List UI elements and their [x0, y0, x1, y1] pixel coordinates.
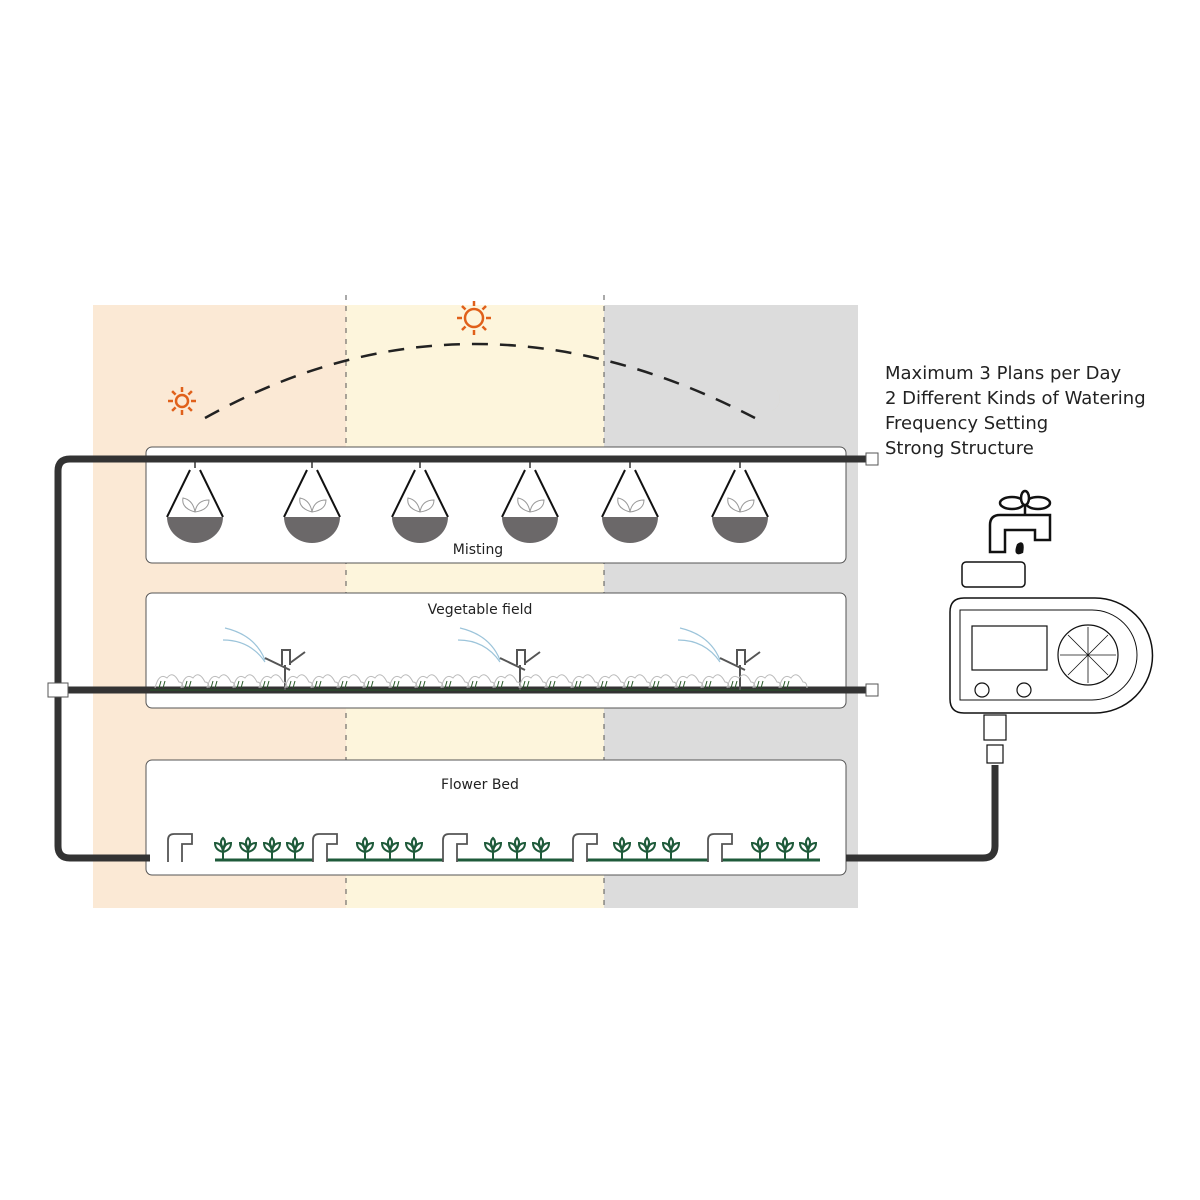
pipe-end-cap: [865, 683, 879, 697]
flower-plant: [483, 836, 503, 860]
flower-plant: [404, 836, 424, 860]
flower-plant: [380, 836, 400, 860]
misting-label: Misting: [453, 542, 503, 558]
faucet-icon: [988, 489, 1052, 555]
flower-plant: [238, 836, 258, 860]
feature-list: Maximum 3 Plans per Day 2 Different Kind…: [885, 361, 1146, 461]
pipe-connector: [47, 682, 69, 698]
plant-icon: [517, 497, 545, 513]
flower-plant: [507, 836, 527, 860]
outlet-connector: [983, 714, 1007, 741]
flower-plant: [213, 836, 233, 860]
flower-label: Flower Bed: [441, 777, 519, 793]
hanging-pot: [711, 460, 769, 543]
drip-emitter: [442, 833, 468, 862]
water-spray: [222, 627, 266, 663]
hanging-pot: [283, 460, 341, 543]
water-spray: [457, 627, 501, 663]
plant-icon: [407, 497, 435, 513]
plant-icon: [727, 497, 755, 513]
drip-emitter: [707, 833, 733, 862]
flower-plant: [531, 836, 551, 860]
flower-plant: [775, 836, 795, 860]
lcd-screen: [971, 625, 1048, 671]
plant-icon: [299, 497, 327, 513]
button: [1016, 682, 1032, 698]
hanging-pot: [601, 460, 659, 543]
flower-plant: [798, 836, 818, 860]
hanging-pot: [166, 460, 224, 543]
pipe-end-cap: [865, 452, 879, 466]
feature-item: Strong Structure: [885, 438, 1034, 459]
flower-plant: [612, 836, 632, 860]
hanging-pot: [501, 460, 559, 543]
sun-icon: [168, 387, 196, 415]
drip-emitter: [312, 833, 338, 862]
drip-emitter: [572, 833, 598, 862]
water-timer-device: [949, 489, 1154, 764]
feature-item: Frequency Setting: [885, 413, 1049, 434]
flower-plant: [262, 836, 282, 860]
hose-nut: [961, 561, 1026, 588]
flower-plant: [285, 836, 305, 860]
feature-item: Maximum 3 Plans per Day: [885, 363, 1122, 384]
flower-plant: [661, 836, 681, 860]
flower-plant: [750, 836, 770, 860]
button: [974, 682, 990, 698]
flower-plant: [355, 836, 375, 860]
sprinkler: [222, 627, 306, 690]
feature-item: 2 Different Kinds of Watering: [885, 388, 1146, 409]
flower-plant: [637, 836, 657, 860]
sun-path-arc: [204, 342, 756, 420]
hanging-pot: [391, 460, 449, 543]
vegetable-label: Vegetable field: [428, 602, 533, 618]
sprinkler: [457, 627, 541, 690]
drip-emitter: [167, 833, 193, 862]
water-spray: [677, 627, 721, 663]
sun-icon: [457, 301, 491, 335]
plant-icon: [617, 497, 645, 513]
plant-icon: [182, 497, 210, 513]
vegetable-plants: [154, 674, 808, 689]
